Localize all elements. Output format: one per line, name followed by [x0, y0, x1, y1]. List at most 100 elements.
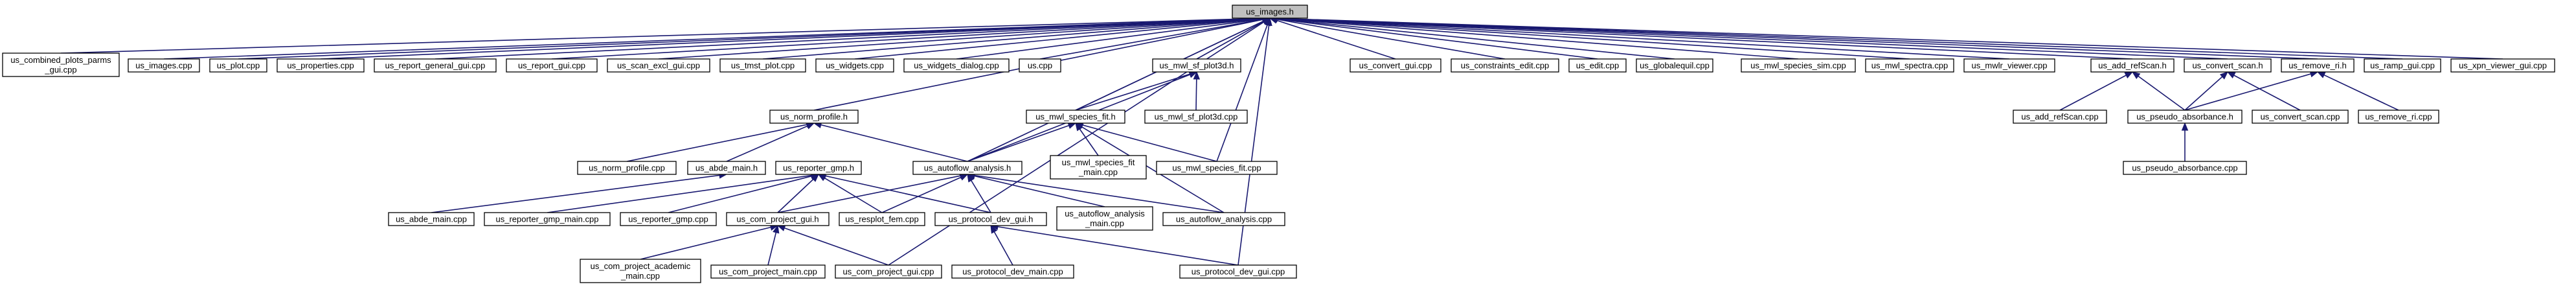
- node-images-cpp[interactable]: us_images.cpp: [128, 58, 200, 73]
- node-box: [2281, 58, 2355, 73]
- node-label: us_add_refScan.h: [2098, 61, 2167, 71]
- node-label: us_mwl_species_fit: [1062, 158, 1135, 167]
- edge-abde_main_h-to-norm_profile_h: [726, 125, 808, 162]
- node-report-general[interactable]: us_report_general_gui.cpp: [374, 58, 497, 73]
- node-pseudo-abs-cpp[interactable]: us_pseudo_absorbance.cpp: [2123, 161, 2247, 175]
- node-reporter-gmp-cpp[interactable]: us_reporter_gmp.cpp: [620, 212, 717, 226]
- node-label: us_mwl_spectra.cpp: [1871, 61, 1949, 71]
- node-resplot-fem[interactable]: us_resplot_fem.cpp: [839, 212, 925, 226]
- edge-autoflow_analysis_h-to-us_images_h: [967, 20, 1264, 162]
- node-globalequil[interactable]: us_globalequil.cpp: [1636, 58, 1713, 73]
- node-convert-scan-h[interactable]: us_convert_scan.h: [2184, 58, 2272, 73]
- edge-pseudo_abs_h-to-remove_ri_h: [2184, 73, 2311, 111]
- edge-sf_plot3d_cpp-to-sf_plot3d_h: [1195, 78, 1197, 111]
- node-box: [620, 212, 717, 226]
- node-label: us_norm_profile.cpp: [589, 163, 665, 173]
- edge-protocol_dev_main-to-protocol_dev_gui_h: [993, 231, 1013, 266]
- node-label: us_properties.cpp: [287, 61, 354, 71]
- node-remove-ri-h[interactable]: us_remove_ri.h: [2281, 58, 2355, 73]
- node-constraints-edit[interactable]: us_constraints_edit.cpp: [1451, 58, 1559, 73]
- node-pseudo-abs-h[interactable]: us_pseudo_absorbance.h: [2127, 110, 2243, 124]
- node-scan-excl[interactable]: us_scan_excl_gui.cpp: [607, 58, 710, 73]
- node-box: [2127, 110, 2243, 124]
- node-reporter-gmp-h[interactable]: us_reporter_gmp.h: [775, 161, 862, 175]
- node-convert-scan-cpp[interactable]: us_convert_scan.cpp: [2252, 110, 2349, 124]
- node-box: [769, 110, 859, 124]
- node-us-cpp[interactable]: us.cpp: [1019, 58, 1061, 73]
- node-autoflow-analysis-cpp[interactable]: us_autoflow_analysis.cpp: [1162, 212, 1285, 226]
- edge-com_project_gui_cpp-to-com_project_gui_h: [784, 227, 889, 266]
- node-us-images-h[interactable]: us_images.h: [1232, 5, 1308, 19]
- node-label: _main.cpp: [1085, 218, 1124, 228]
- node-species-sim[interactable]: us_mwl_species_sim.cpp: [1741, 58, 1856, 73]
- node-viewer[interactable]: us_mwlr_viewer.cpp: [1963, 58, 2055, 73]
- node-spectra[interactable]: us_mwl_spectra.cpp: [1865, 58, 1954, 73]
- node-edit-cpp[interactable]: us_edit.cpp: [1568, 58, 1627, 73]
- node-autoflow-analysis-main[interactable]: us_autoflow_analysis_main.cpp: [1056, 206, 1153, 231]
- node-com-project-main[interactable]: us_com_project_main.cpp: [710, 264, 826, 279]
- node-label: us_add_refScan.cpp: [2021, 112, 2098, 122]
- node-com-project-gui-h[interactable]: us_com_project_gui.h: [726, 212, 830, 226]
- node-box: [1162, 212, 1285, 226]
- node-label: us_protocol_dev_gui.cpp: [1192, 267, 1285, 277]
- node-sf-plot3d-h[interactable]: us_mwl_sf_plot3d.h: [1152, 58, 1241, 73]
- node-convert-gui[interactable]: us_convert_gui.cpp: [1350, 58, 1441, 73]
- node-sf-plot3d-cpp[interactable]: us_mwl_sf_plot3d.cpp: [1144, 110, 1248, 124]
- node-protocol-dev-main[interactable]: us_protocol_dev_main.cpp: [951, 264, 1074, 279]
- node-add-refscan-h[interactable]: us_add_refScan.h: [2090, 58, 2175, 73]
- node-abde-main-cpp[interactable]: us_abde_main.cpp: [388, 212, 475, 226]
- node-autoflow-analysis-h[interactable]: us_autoflow_analysis.h: [912, 161, 1022, 175]
- node-box: [912, 161, 1022, 175]
- node-label: us_scan_excl_gui.cpp: [617, 61, 700, 71]
- node-com-project-academic[interactable]: us_com_project_academic_main.cpp: [580, 259, 701, 283]
- node-tmst-plot[interactable]: us_tmst_plot.cpp: [719, 58, 806, 73]
- edge-species_fit_cpp-to-us_images_h: [1216, 25, 1268, 162]
- node-report-gui[interactable]: us_report_gui.cpp: [506, 58, 598, 73]
- node-species-fit-h[interactable]: us_mwl_species_fit.h: [1026, 110, 1125, 124]
- node-label: us_xpn_viewer_gui.cpp: [2459, 61, 2547, 71]
- node-box: [1741, 58, 1856, 73]
- node-combined[interactable]: us_combined_plots_parms_gui.cpp: [2, 53, 120, 77]
- edge-scan_excl-to-us_images_h: [658, 18, 1263, 60]
- edge-sf_plot3d_h-to-us_images_h: [1196, 21, 1264, 60]
- node-label: us_combined_plots_parms: [10, 55, 111, 65]
- node-plot-cpp[interactable]: us_plot.cpp: [209, 58, 267, 73]
- node-label: us_norm_profile.h: [780, 112, 848, 122]
- edge-species_fit_main-to-species_fit_h: [1079, 128, 1099, 156]
- node-norm-profile-h[interactable]: us_norm_profile.h: [769, 110, 859, 124]
- node-label: us_mwl_sf_plot3d.cpp: [1155, 112, 1238, 122]
- edge-com_project_academic-to-com_project_gui_h: [640, 226, 771, 260]
- node-remove-ri-cpp[interactable]: us_remove_ri.cpp: [2358, 110, 2439, 124]
- node-abde-main-h[interactable]: us_abde_main.h: [687, 161, 766, 175]
- node-box: [687, 161, 766, 175]
- node-ramp-gui[interactable]: us_ramp_gui.cpp: [2364, 58, 2441, 73]
- node-box: [1568, 58, 1627, 73]
- node-box: [484, 212, 611, 226]
- node-species-fit-cpp[interactable]: us_mwl_species_fit.cpp: [1156, 161, 1278, 175]
- edge-report_gui-to-us_images_h: [551, 18, 1263, 60]
- node-com-project-gui-cpp[interactable]: us_com_project_gui.cpp: [835, 264, 942, 279]
- node-reporter-gmp-main[interactable]: us_reporter_gmp_main.cpp: [484, 212, 611, 226]
- edge-us_cpp-to-us_images_h: [1039, 19, 1263, 60]
- node-widgets[interactable]: us_widgets.cpp: [815, 58, 894, 73]
- node-widgets-dialog[interactable]: us_widgets_dialog.cpp: [903, 58, 1010, 73]
- node-label: us_remove_ri.h: [2288, 61, 2347, 71]
- edge-protocol_dev_gui_h-to-reporter_gmp_h: [825, 175, 991, 213]
- node-add-refscan-cpp[interactable]: us_add_refScan.cpp: [2013, 110, 2107, 124]
- node-species-fit-main[interactable]: us_mwl_species_fit_main.cpp: [1050, 155, 1147, 180]
- edge-combined-to-us_images_h: [60, 18, 1263, 54]
- node-box: [1350, 58, 1441, 73]
- edge-com_project_gui_h-to-reporter_gmp_h: [777, 178, 814, 213]
- edge-edit_cpp-to-us_images_h: [1276, 18, 1598, 60]
- edge-convert_gui-to-us_images_h: [1276, 19, 1396, 60]
- node-box: [2013, 110, 2107, 124]
- node-label: us_images.cpp: [135, 61, 192, 71]
- node-norm-profile-cpp[interactable]: us_norm_profile.cpp: [577, 161, 677, 175]
- node-label: us.cpp: [1028, 61, 1052, 71]
- node-box: [209, 58, 267, 73]
- node-properties[interactable]: us_properties.cpp: [277, 58, 365, 73]
- node-protocol-dev-gui-cpp[interactable]: us_protocol_dev_gui.cpp: [1179, 264, 1297, 279]
- node-xpn-viewer[interactable]: us_xpn_viewer_gui.cpp: [2450, 58, 2555, 73]
- node-protocol-dev-gui-h[interactable]: us_protocol_dev_gui.h: [934, 212, 1047, 226]
- node-label: us_convert_gui.cpp: [1359, 61, 1432, 71]
